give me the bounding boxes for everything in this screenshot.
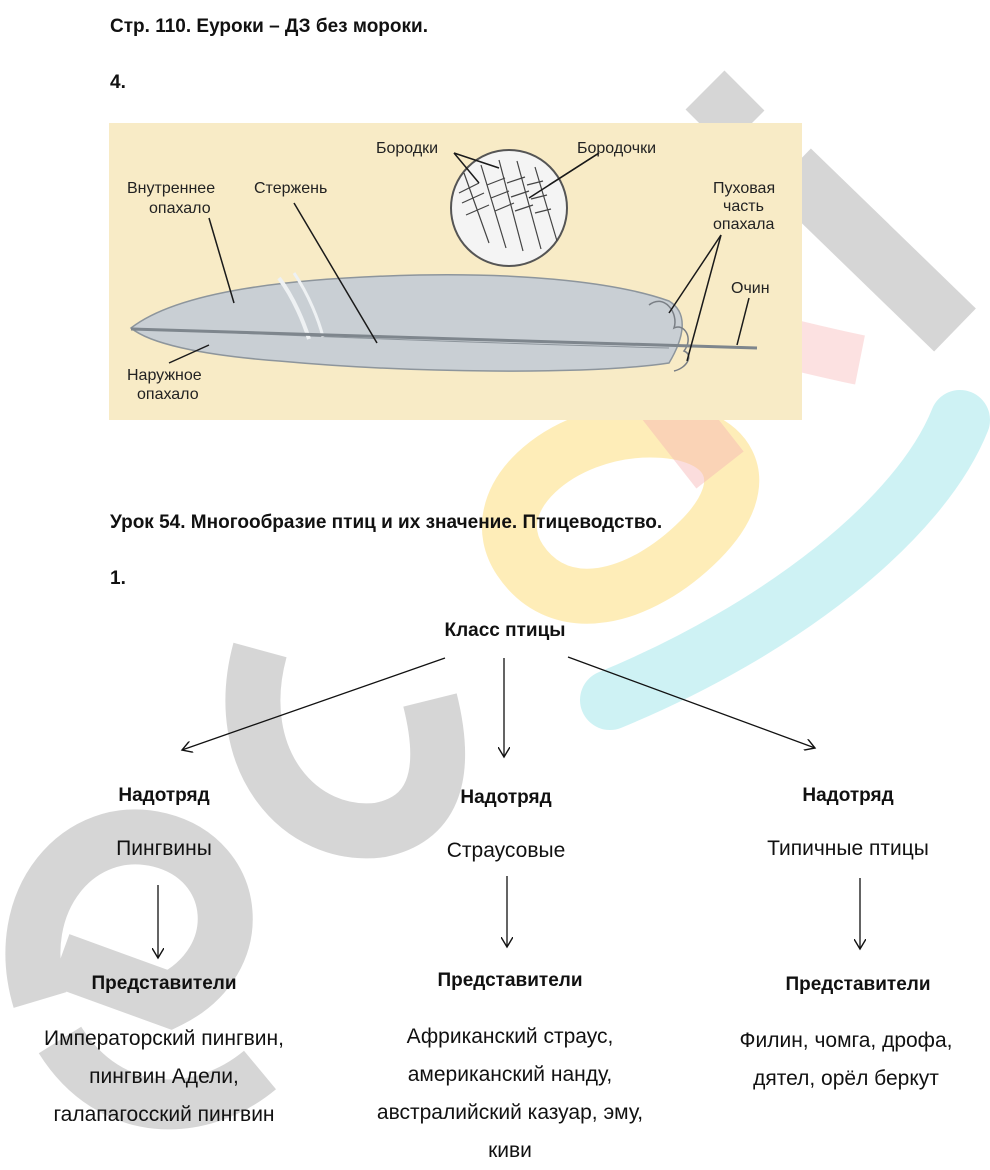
branch-2-reps: Африканский страус, американский нанду, …	[340, 1018, 680, 1170]
label-calamus: Очин	[731, 280, 770, 297]
branch-2-name: Страусовые	[446, 839, 566, 862]
rep-line: американский нанду,	[407, 1063, 613, 1086]
branch-1-reps: Императорский пингвин, пингвин Адели, га…	[4, 1020, 324, 1134]
branch-3-reps: Филин, чомга, дрофа, дятел, орёл беркут	[706, 1022, 986, 1098]
rep-line: Африканский страус,	[406, 1025, 614, 1048]
rep-line: австралийский казуар, эму,	[376, 1101, 644, 1124]
label-shaft: Стержень	[254, 180, 327, 197]
rep-line: Филин, чомга, дрофа,	[739, 1029, 953, 1052]
label-inner-vane-1: Внутреннее	[127, 180, 215, 197]
page-title: Стр. 110. Еуроки – ДЗ без мороки.	[110, 16, 428, 37]
down-tufts	[648, 300, 690, 372]
branch-1-head: Надотряд	[118, 785, 210, 806]
label-barbs: Бородки	[376, 140, 438, 157]
label-outer-vane-2: опахало	[137, 386, 199, 403]
arrow-root-to-penguins	[182, 657, 446, 750]
label-down-part-2: часть	[723, 198, 764, 215]
label-down-part-1: Пуховая	[713, 180, 775, 197]
lesson-task-number: 1.	[110, 568, 126, 589]
rep-line: киви	[488, 1139, 532, 1162]
branch-2-reps-head: Представители	[437, 970, 583, 991]
arrow-root-to-typical	[567, 656, 815, 748]
branch-1-reps-head: Представители	[91, 973, 237, 994]
branch-3-head: Надотряд	[802, 785, 894, 806]
feather-shaft	[130, 327, 758, 350]
label-barbules: Бородочки	[577, 140, 656, 157]
branch-2-head: Надотряд	[460, 787, 552, 808]
rep-line: дятел, орёл беркут	[753, 1067, 939, 1090]
lesson-title: Урок 54. Многообразие птиц и их значение…	[110, 512, 663, 533]
branch-3-reps-head: Представители	[785, 974, 931, 995]
label-outer-vane-1: Наружное	[127, 367, 202, 384]
branch-3-name: Типичные птицы	[767, 837, 929, 860]
label-inner-vane-2: опахало	[149, 200, 211, 217]
feather-vane	[129, 274, 683, 372]
diagram-root: Класс птицы	[444, 620, 566, 641]
rep-line: пингвин Адели,	[89, 1065, 239, 1088]
label-down-part-3: опахала	[713, 216, 775, 233]
task-number: 4.	[110, 72, 126, 93]
feather-structure-figure: Внутреннее опахало Стержень Бородки Боро…	[109, 123, 802, 420]
branch-1-name: Пингвины	[116, 837, 212, 860]
rep-line: Императорский пингвин,	[44, 1027, 284, 1050]
rep-line: галапагосский пингвин	[53, 1103, 275, 1126]
